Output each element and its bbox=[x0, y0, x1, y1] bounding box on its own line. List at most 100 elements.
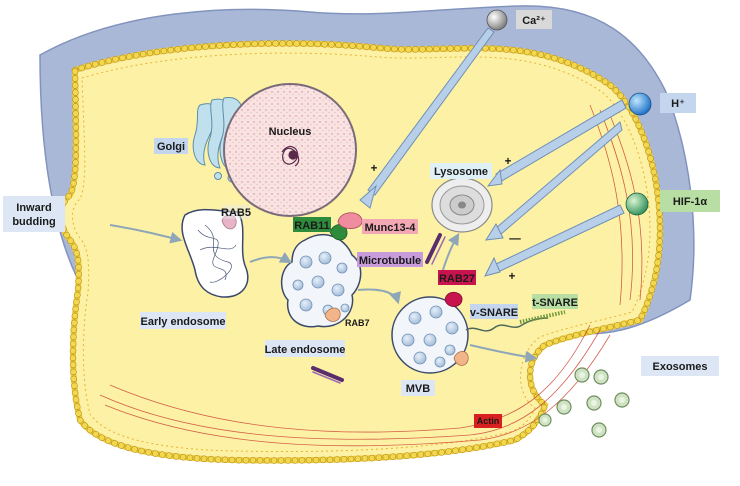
membrane-bead bbox=[153, 48, 161, 56]
membrane-bead bbox=[540, 404, 548, 411]
membrane-bead bbox=[544, 53, 551, 60]
membrane-bead bbox=[75, 263, 82, 271]
membrane-bead bbox=[74, 291, 81, 299]
rab27-protein bbox=[444, 291, 463, 307]
membrane-bead bbox=[527, 381, 535, 388]
membrane-bead bbox=[514, 435, 521, 442]
membrane-bead bbox=[70, 326, 78, 334]
membrane-bead bbox=[118, 442, 125, 449]
svg-text:RAB11: RAB11 bbox=[294, 220, 329, 232]
membrane-bead bbox=[251, 40, 258, 48]
membrane-bead bbox=[272, 40, 279, 47]
membrane-bead bbox=[69, 340, 77, 348]
membrane-bead bbox=[72, 89, 79, 96]
membrane-bead bbox=[503, 46, 510, 53]
membrane-bead bbox=[347, 455, 355, 463]
svg-text:v-SNARE: v-SNARE bbox=[470, 307, 518, 319]
membrane-bead bbox=[641, 306, 649, 313]
membrane-bead bbox=[559, 335, 566, 343]
membrane-bead bbox=[214, 456, 222, 463]
membrane-bead bbox=[74, 284, 82, 292]
svg-text:budding: budding bbox=[12, 216, 55, 228]
svg-text:RAB27: RAB27 bbox=[439, 273, 475, 285]
membrane-bead bbox=[648, 286, 656, 294]
membrane-bead bbox=[419, 46, 426, 53]
membrane-bead bbox=[119, 54, 126, 62]
rab11-protein bbox=[329, 224, 348, 241]
membrane-bead bbox=[368, 454, 376, 462]
membrane-bead bbox=[445, 448, 452, 455]
inhibition-signs: + + — + bbox=[371, 156, 522, 283]
exosomes-label: Exosomes bbox=[641, 356, 719, 376]
svg-text:Nucleus: Nucleus bbox=[269, 126, 312, 138]
membrane-bead bbox=[533, 393, 541, 401]
svg-text:Inward: Inward bbox=[16, 202, 51, 214]
membrane-bead bbox=[656, 217, 664, 224]
membrane-bead bbox=[68, 186, 76, 194]
membrane-bead bbox=[601, 78, 609, 85]
membrane-bead bbox=[595, 74, 603, 82]
membrane-bead bbox=[72, 138, 80, 145]
membrane-bead bbox=[583, 67, 591, 75]
membrane-bead bbox=[263, 457, 271, 464]
membrane-bead bbox=[298, 457, 306, 464]
membrane-bead bbox=[589, 71, 597, 78]
membrane-bead bbox=[242, 457, 250, 464]
membrane-bead bbox=[174, 46, 182, 53]
membrane-bead bbox=[363, 43, 370, 51]
nucleolus bbox=[281, 146, 300, 167]
svg-text:Late endosome: Late endosome bbox=[265, 344, 346, 356]
membrane-bead bbox=[279, 40, 286, 47]
membrane-bead bbox=[620, 320, 628, 328]
membrane-bead bbox=[216, 42, 223, 49]
membrane-bead bbox=[403, 452, 411, 459]
membrane-bead bbox=[552, 337, 560, 345]
membrane-bead bbox=[98, 434, 106, 441]
h-label: H⁺ bbox=[671, 98, 685, 110]
membrane-bead bbox=[75, 277, 82, 285]
late-endosome-label: Late endosome bbox=[265, 340, 346, 357]
membrane-bead bbox=[69, 347, 77, 355]
svg-text:Microtubule: Microtubule bbox=[359, 255, 421, 267]
svg-text:Lysosome: Lysosome bbox=[434, 166, 488, 178]
membrane-bead bbox=[433, 45, 440, 53]
membrane-bead bbox=[193, 455, 201, 462]
microtubule-label: Microtubule bbox=[357, 252, 423, 267]
membrane-bead bbox=[75, 270, 82, 278]
membrane-bead bbox=[71, 382, 78, 390]
membrane-bead bbox=[656, 210, 663, 217]
membrane-bead bbox=[70, 368, 77, 376]
membrane-bead bbox=[74, 256, 82, 264]
membrane-bead bbox=[200, 455, 208, 463]
cell-membrane-inner bbox=[72, 52, 651, 453]
membrane-bead bbox=[91, 60, 99, 68]
membrane-bead bbox=[145, 449, 152, 456]
membrane-bead bbox=[72, 103, 79, 110]
membrane-bead bbox=[202, 43, 209, 50]
membrane-bead bbox=[653, 182, 660, 190]
membrane-bead bbox=[71, 75, 79, 82]
membrane-bead bbox=[546, 340, 553, 347]
membrane-bead bbox=[375, 454, 383, 461]
membrane-bead bbox=[305, 456, 313, 464]
membrane-bead bbox=[530, 422, 537, 429]
membrane-bead bbox=[207, 455, 215, 463]
membrane-bead bbox=[650, 279, 657, 287]
membrane-bead bbox=[249, 457, 257, 464]
membrane-bead bbox=[72, 152, 80, 159]
membrane-bead bbox=[454, 45, 461, 52]
membrane-bead bbox=[426, 45, 433, 53]
membrane-bead bbox=[656, 245, 663, 252]
membrane-bead bbox=[73, 403, 81, 410]
membrane-bead bbox=[158, 451, 166, 458]
membrane-bead bbox=[131, 446, 138, 453]
membrane-bead bbox=[466, 445, 473, 452]
membrane-bead bbox=[384, 45, 391, 52]
plus-sign-ca: + bbox=[371, 163, 378, 175]
membrane-bead bbox=[286, 40, 293, 47]
membrane-bead bbox=[424, 450, 432, 458]
actin-label: Actin bbox=[474, 414, 502, 428]
membrane-bead bbox=[314, 40, 321, 48]
membrane-bead bbox=[564, 59, 571, 66]
membrane-bead bbox=[528, 360, 535, 367]
